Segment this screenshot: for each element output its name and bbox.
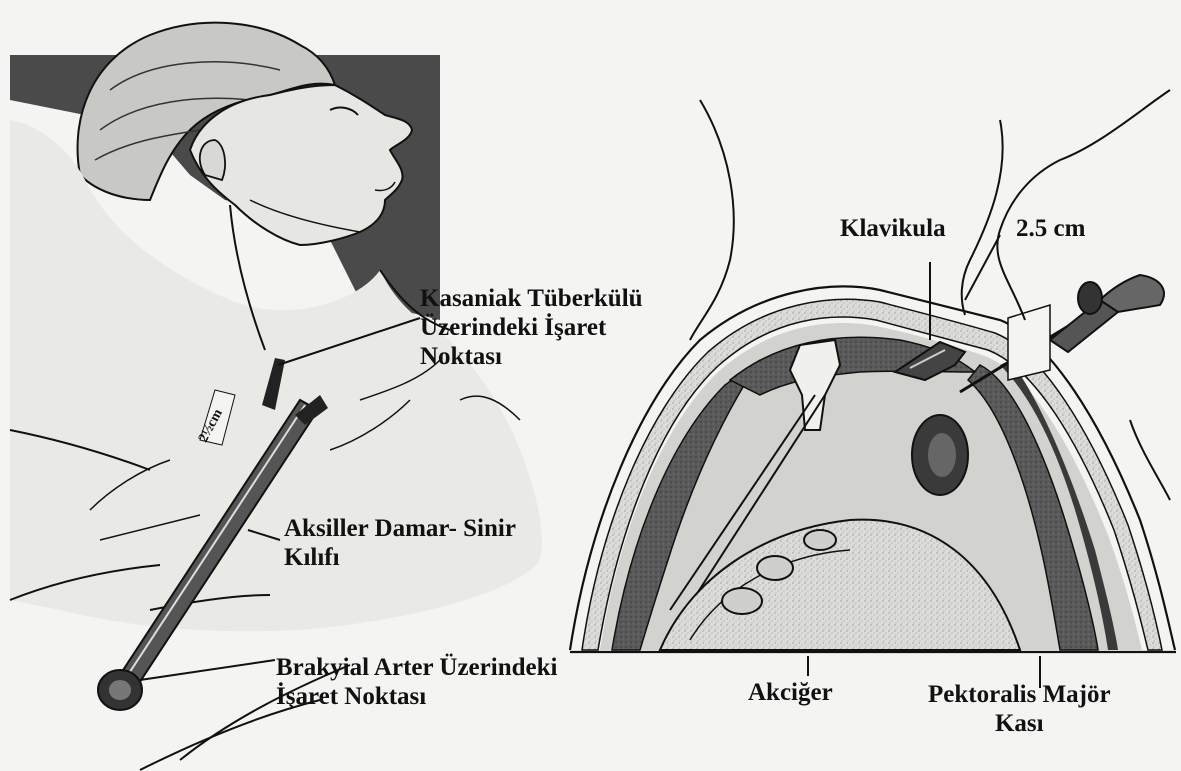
syringe-tip: [1078, 282, 1102, 314]
label-line: Noktası: [420, 342, 643, 371]
label-akciger: Akciğer: [748, 678, 833, 707]
measure-bracket: [1008, 305, 1050, 380]
label-klavikula: Klavikula: [840, 214, 946, 243]
label-line: Pektoralis Majör: [928, 680, 1111, 709]
right-panel-cross-section: [570, 90, 1176, 688]
label-brakiyal-arter: Brakyial Arter Üzerindeki İşaret Noktası: [276, 653, 557, 711]
label-line: Üzerindeki İşaret: [420, 313, 643, 342]
rib-section: [722, 588, 762, 614]
label-line: Kası: [928, 709, 1111, 738]
tube-line: [1130, 420, 1170, 500]
label-line: Akciğer: [748, 678, 833, 707]
syringe-body: [1100, 275, 1164, 312]
ear: [200, 140, 225, 180]
label-line: 2.5 cm: [1016, 214, 1085, 243]
label-line: İşaret Noktası: [276, 682, 557, 711]
vessel-lumen: [928, 433, 956, 477]
label-line: Kılıfı: [284, 543, 516, 572]
label-line: Klavikula: [840, 214, 946, 243]
skin-outline-upper: [690, 100, 734, 340]
rib-section: [804, 530, 836, 550]
skin-outline-upper: [962, 120, 1003, 315]
leader-line-brakiyal: [140, 660, 275, 680]
label-kasaniak-tuberkulu: Kasaniak Tüberkülü Üzerindeki İşaret Nok…: [420, 284, 643, 371]
label-line: Aksiller Damar- Sinir: [284, 514, 516, 543]
label-line: Brakyial Arter Üzerindeki: [276, 653, 557, 682]
label-distance: 2.5 cm: [1016, 214, 1085, 243]
label-pektoralis-major-kasi: Pektoralis Majör Kası: [928, 680, 1111, 738]
rib-section: [757, 556, 793, 580]
leader-line-distance: [965, 235, 1000, 300]
label-line: Kasaniak Tüberkülü: [420, 284, 643, 313]
catheter-end-cap-inner: [109, 680, 131, 700]
label-aksiller-damar-sinir-kilifi: Aksiller Damar- Sinir Kılıfı: [284, 514, 516, 572]
